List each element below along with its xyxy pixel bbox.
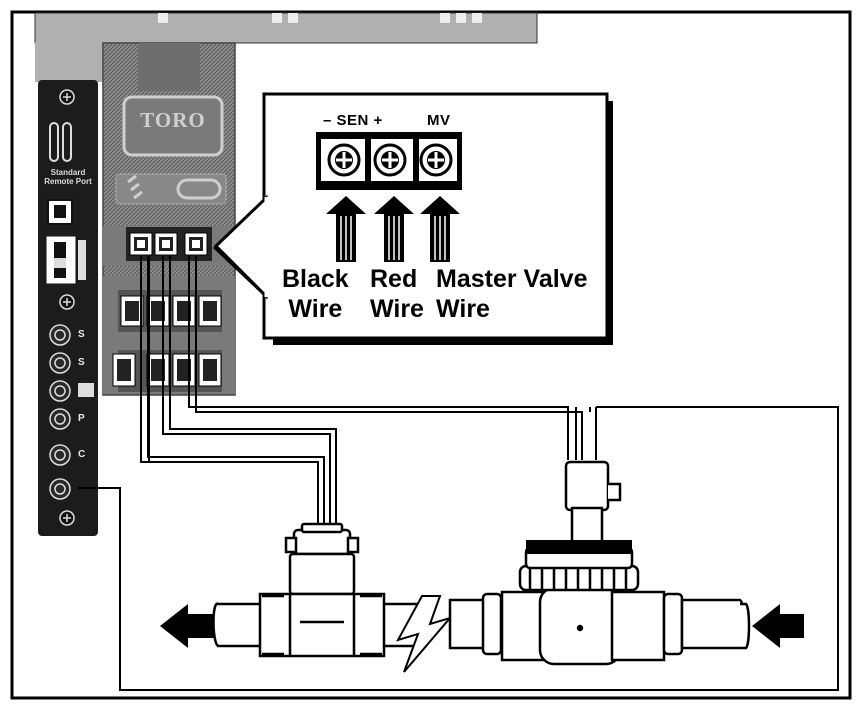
side-letter-4: C [78,449,86,460]
valve-brand-band [526,540,632,554]
side-letter-3: P [78,413,85,424]
terminal-block-enlarged [316,132,462,190]
side-letter-1: S [78,329,85,340]
flow-arrow-left [160,604,214,648]
valve-brand: RAIN [548,538,584,553]
black-wire-label: Black Wire [282,265,349,323]
side-letter-2: S [78,357,85,368]
controller-brand-logo: TORO [140,108,206,132]
flow-arrow-right [752,604,804,648]
valve-terminal-label: MV [427,112,451,129]
controller-sensor-terminals [126,227,212,261]
controller-top-bracket [34,12,538,82]
sensor-tee [258,522,386,658]
controller-side-panel [38,80,98,536]
wire-arrows-highlight [340,216,446,260]
pipe-right [740,602,751,650]
sensor-wires [78,256,839,691]
remote-port-label: Standard Remote Port [44,168,92,186]
master-valve-wire-label: Master Valve Wire [436,265,588,323]
red-wire-label: Red Wire [370,265,424,323]
pipe-break-symbol [395,595,453,673]
sensor-terminal-label: – SEN + [323,112,383,129]
